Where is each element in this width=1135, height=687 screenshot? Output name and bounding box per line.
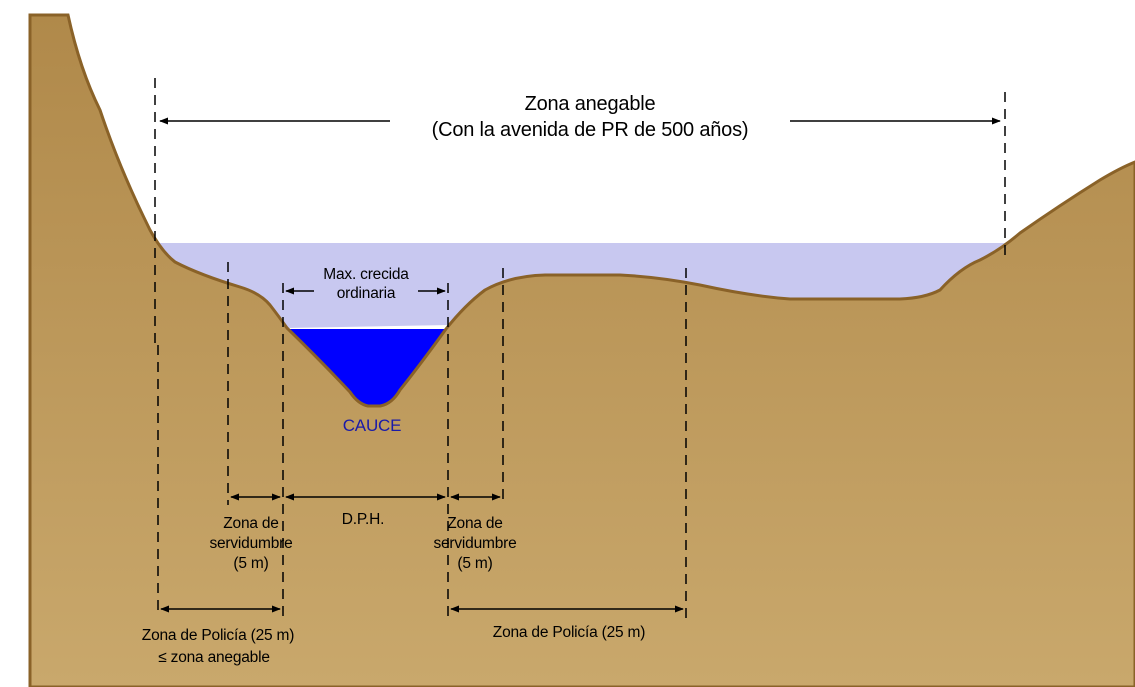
dph-label: D.P.H. bbox=[342, 511, 384, 528]
servidumbre-left-label-line3: (5 m) bbox=[233, 555, 268, 572]
servidumbre-left-label-line2: servidumbre bbox=[209, 535, 292, 552]
max-crecida-label-line1: Max. crecida bbox=[323, 266, 409, 283]
zona-anegable-subtitle: (Con la avenida de PR de 500 años) bbox=[432, 119, 749, 141]
policia-right-label: Zona de Policía (25 m) bbox=[493, 624, 645, 641]
channel-water bbox=[285, 329, 446, 406]
max-crecida-label-line2: ordinaria bbox=[337, 285, 396, 302]
servidumbre-right-label-line2: servidumbre bbox=[433, 535, 516, 552]
servidumbre-right-label-line1: Zona de bbox=[447, 515, 502, 532]
flood-zone-water bbox=[155, 243, 1005, 328]
servidumbre-left-label-line1: Zona de bbox=[223, 515, 278, 532]
policia-left-label-line2: ≤ zona anegable bbox=[158, 649, 270, 666]
zona-anegable-title: Zona anegable bbox=[525, 93, 656, 115]
servidumbre-right-label-line3: (5 m) bbox=[457, 555, 492, 572]
cauce-label: CAUCE bbox=[343, 416, 402, 435]
policia-left-label-line1: Zona de Policía (25 m) bbox=[142, 627, 294, 644]
terrain-ground bbox=[28, 13, 1135, 687]
